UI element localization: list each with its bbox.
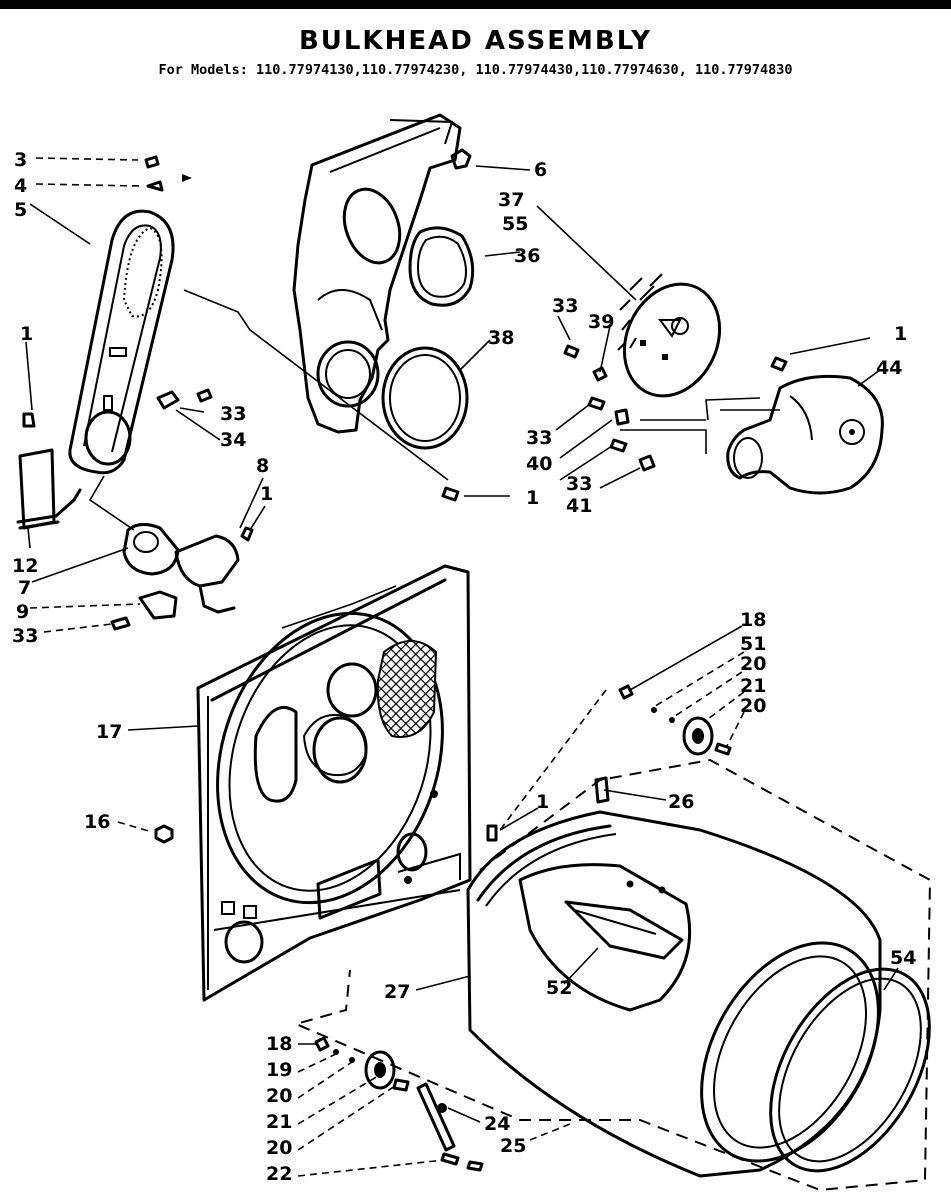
callout: 44 [876, 357, 902, 379]
callout: 20 [740, 653, 766, 675]
part-thermostat-group [16, 289, 449, 631]
callout: 5 [14, 199, 27, 221]
callout: 51 [740, 633, 766, 655]
callout: 1 [526, 487, 539, 509]
part-screws-top-left [144, 155, 192, 192]
callout: 9 [16, 601, 29, 623]
callout: 7 [18, 577, 31, 599]
part-16-nut [154, 824, 174, 844]
callout: 52 [546, 977, 572, 999]
callout: 20 [266, 1085, 292, 1107]
callout: 3 [14, 149, 27, 171]
callout: 33 [566, 473, 592, 495]
part-6-clip [450, 148, 472, 170]
callout: 8 [256, 455, 269, 477]
part-upper-duct-panel [292, 113, 462, 434]
callout: 20 [740, 695, 766, 717]
callout: 33 [526, 427, 552, 449]
callout: 16 [84, 811, 110, 833]
part-roller-lower [314, 1036, 484, 1172]
callout: 20 [266, 1137, 292, 1159]
leader-lines [25, 157, 899, 1177]
callout: 33 [12, 625, 38, 647]
callout: 19 [266, 1059, 292, 1081]
part-drum [466, 810, 882, 1178]
part-1-screw-upper [441, 486, 460, 502]
callout: 33 [220, 403, 246, 425]
part-ring-38 [381, 346, 469, 450]
page-title: BULKHEAD ASSEMBLY [298, 26, 653, 56]
callout: 4 [14, 175, 27, 197]
callout: 54 [890, 947, 916, 969]
callout: 34 [220, 429, 246, 451]
callout: 18 [266, 1033, 292, 1055]
callout: 37 [498, 189, 524, 211]
callout-labels: 3 4 5 6 37 55 36 33 39 1 44 38 1 33 34 8… [12, 149, 916, 1185]
callout: 1 [894, 323, 907, 345]
callout: 36 [514, 245, 540, 267]
callout: 18 [740, 609, 766, 631]
part-drum-seal-54 [769, 967, 931, 1173]
callout: 1 [20, 323, 33, 345]
part-blower-fasteners [563, 344, 707, 472]
callout: 39 [588, 311, 614, 333]
callout: 38 [488, 327, 514, 349]
callout: 26 [668, 791, 694, 813]
callout: 1 [260, 483, 273, 505]
callout: 12 [12, 555, 38, 577]
part-roller-upper [499, 684, 732, 831]
callout: 25 [500, 1135, 526, 1157]
part-blower-wheel [617, 273, 722, 398]
callout: 22 [266, 1163, 292, 1185]
callout: 21 [266, 1111, 292, 1133]
callout: 55 [502, 213, 528, 235]
callout: 17 [96, 721, 122, 743]
part-lint-housing [68, 209, 175, 475]
drum-group-outline [292, 758, 932, 1192]
callout: 27 [384, 981, 410, 1003]
part-blower-housing [705, 356, 884, 495]
top-border-bar [0, 0, 951, 9]
part-gasket-36 [408, 226, 475, 307]
part-26-screw [594, 776, 610, 804]
callout: 24 [484, 1113, 510, 1135]
callout: 40 [526, 453, 552, 475]
model-numbers: For Models: 110.77974130,110.77974230, 1… [158, 62, 793, 78]
callout: 33 [552, 295, 578, 317]
callout: 21 [740, 675, 766, 697]
part-1-screw-center [486, 824, 498, 842]
callout: 1 [536, 791, 549, 813]
part-rear-bulkhead [196, 564, 472, 1002]
callout: 6 [534, 159, 547, 181]
callout: 41 [566, 495, 592, 517]
